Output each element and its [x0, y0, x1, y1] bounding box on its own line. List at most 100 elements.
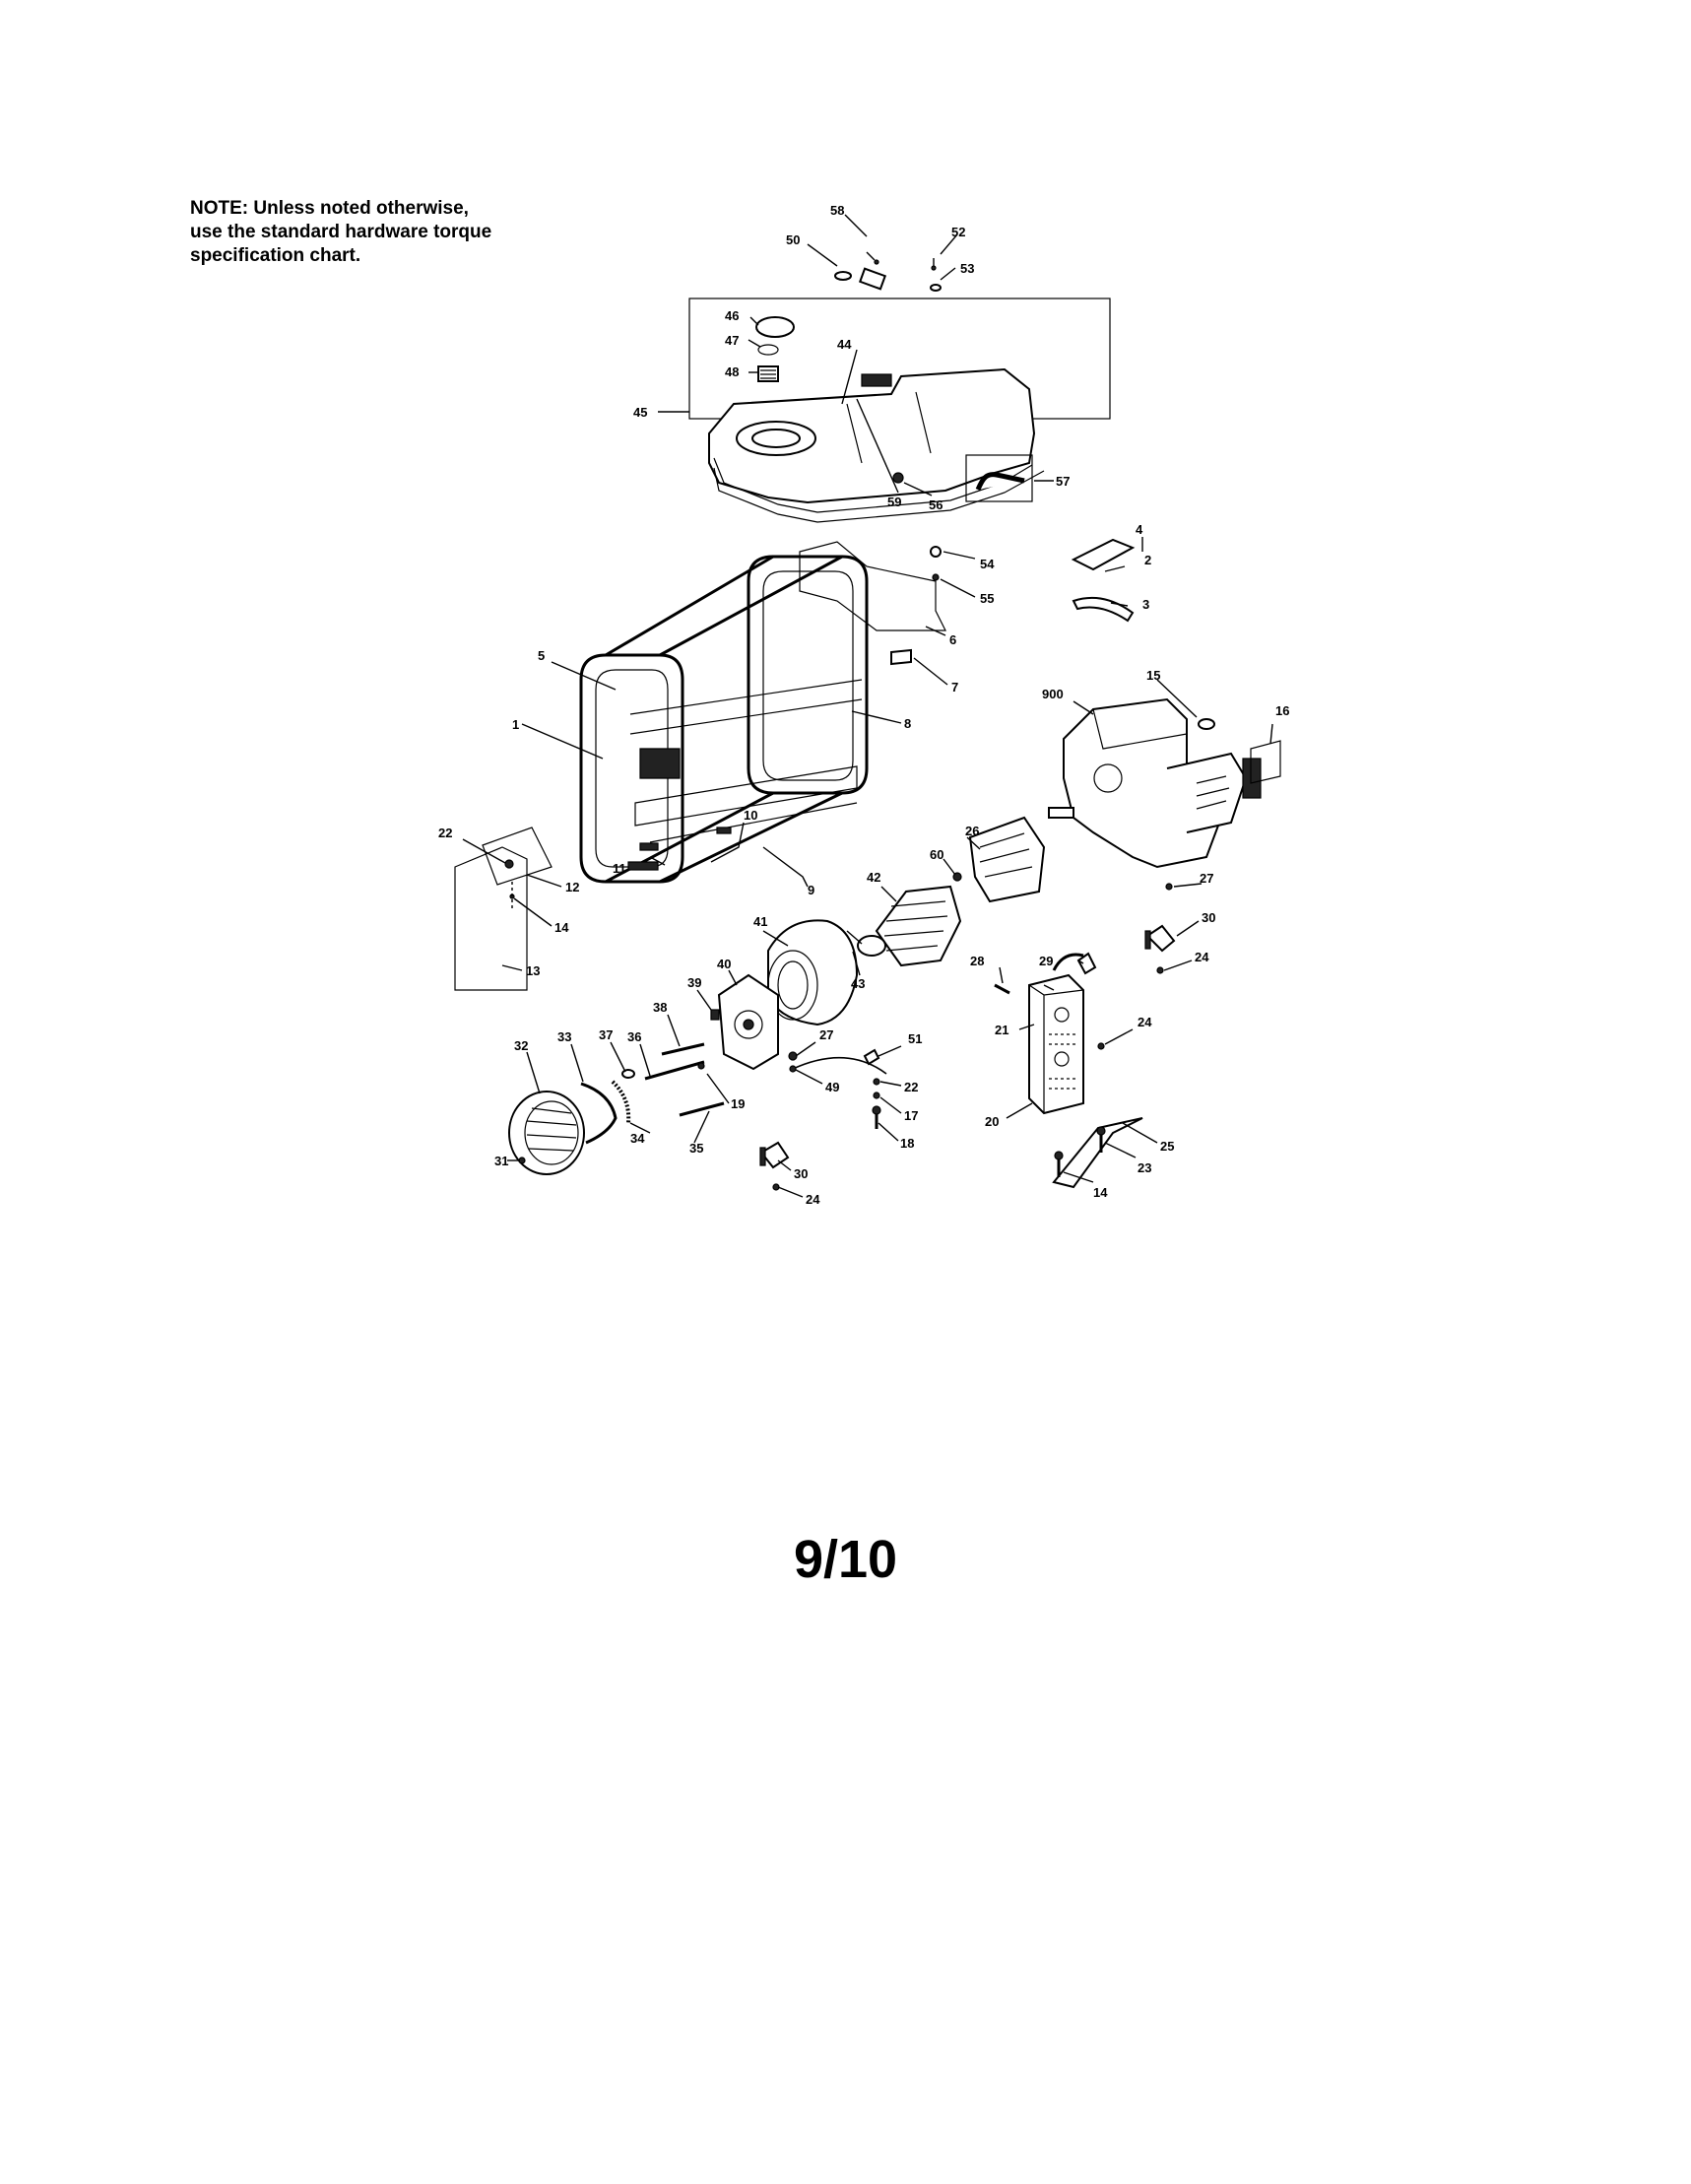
control-panel-cover: [799, 541, 946, 631]
callout-14-left: 14: [554, 920, 569, 935]
side-panel-13: [454, 846, 528, 991]
callout-38: 38: [653, 1000, 667, 1015]
callout-30-lower: 30: [794, 1166, 808, 1181]
rotor-42: [875, 885, 962, 967]
wing-nut-51: [863, 1048, 880, 1066]
tank-mount-rail: [713, 467, 1045, 523]
frame-base: [634, 765, 858, 827]
callout-900: 900: [1042, 687, 1064, 701]
callout-43: 43: [851, 976, 865, 991]
gasket-29: [1076, 952, 1097, 975]
callout-26: 26: [965, 824, 979, 838]
nut-27: [788, 1051, 798, 1061]
tank-filler-opening: [751, 429, 801, 448]
frame-rear-tube: [747, 555, 869, 795]
callout-22-left: 22: [438, 826, 452, 840]
fuel-valve: [892, 472, 904, 484]
torque-note: NOTE: Unless noted otherwise, use the st…: [190, 197, 564, 268]
frame-label-11: [627, 861, 659, 871]
callout-23: 23: [1138, 1160, 1151, 1175]
washer-22: [873, 1078, 880, 1086]
callout-32: 32: [514, 1038, 528, 1053]
callout-41: 41: [753, 914, 767, 929]
callout-20: 20: [985, 1114, 999, 1129]
plate-22: [482, 827, 553, 886]
callout-27-lower: 27: [819, 1027, 833, 1042]
mount-30-lower: [759, 1141, 790, 1169]
screw-52: [931, 265, 937, 271]
callout-6: 6: [949, 632, 956, 647]
callout-2: 2: [1144, 553, 1151, 567]
nut-54: [930, 546, 942, 558]
cap-gasket: [757, 344, 779, 356]
callout-35: 35: [689, 1141, 703, 1156]
screw-58: [874, 259, 879, 265]
frame-crossbar: [629, 679, 863, 735]
callout-49: 49: [825, 1080, 839, 1094]
frame-panel: [639, 748, 681, 779]
muffler-assembly: [994, 952, 1097, 1115]
callout-24-mid: 24: [1138, 1015, 1152, 1029]
screw-12: [504, 859, 514, 869]
leader-lines: [462, 214, 1273, 1198]
callout-24-upper: 24: [1195, 950, 1209, 964]
mount-30-upper: [1145, 924, 1176, 953]
callout-13: 13: [526, 963, 540, 978]
stud-38: [661, 1042, 705, 1056]
callout-30-upper: 30: [1202, 910, 1215, 925]
callout-57: 57: [1056, 474, 1070, 489]
callout-50: 50: [786, 232, 800, 247]
label-7: [890, 648, 912, 666]
callout-58: 58: [830, 203, 844, 218]
callout-55: 55: [980, 591, 994, 606]
stud-35: [679, 1101, 725, 1117]
callout-29: 29: [1039, 954, 1053, 968]
callout-14-lower: 14: [1093, 1185, 1108, 1200]
mount-10: [639, 842, 659, 851]
callout-33: 33: [557, 1029, 571, 1044]
rear-cover-assembly: [508, 1069, 635, 1175]
callout-25: 25: [1160, 1139, 1174, 1154]
handle-grip: [1071, 538, 1136, 571]
callout-53: 53: [960, 261, 974, 276]
callout-1: 1: [512, 717, 519, 732]
washer-17: [873, 1092, 880, 1099]
bushing-50: [834, 271, 852, 281]
callout-31: 31: [494, 1154, 508, 1168]
engine-crankshaft: [1048, 807, 1074, 819]
callout-48: 48: [725, 364, 739, 379]
callout-5: 5: [538, 648, 545, 663]
bolt-28: [994, 983, 1010, 995]
rotor-bearing: [857, 935, 886, 957]
tank-label: [861, 373, 892, 387]
callout-7: 7: [951, 680, 958, 695]
callout-11: 11: [613, 861, 626, 876]
callout-16: 16: [1275, 703, 1289, 718]
callout-9: 9: [808, 883, 814, 897]
stator-41: [767, 919, 859, 1026]
callout-15: 15: [1146, 668, 1160, 683]
callout-labels: 58 50 52 53 46 47 48 44 45 59 56 57 4 2 …: [438, 203, 1289, 1207]
callout-39: 39: [687, 975, 701, 990]
note-line-3: specification chart.: [190, 245, 361, 266]
callout-60: 60: [930, 847, 943, 862]
washer-53: [930, 284, 942, 292]
note-line-1: NOTE: Unless noted otherwise,: [190, 198, 469, 219]
callout-51: 51: [908, 1031, 922, 1046]
side-panel: [454, 827, 553, 991]
engine-block: [1063, 697, 1223, 869]
callout-27-upper: 27: [1200, 871, 1213, 886]
washer-24-mid: [1097, 1042, 1105, 1050]
bracket-50: [858, 267, 887, 291]
page-number: 9/10: [793, 1530, 898, 1589]
exhaust-elbow: [1052, 953, 1084, 971]
callout-46: 46: [725, 308, 739, 323]
handle-grip-lower: [1072, 596, 1135, 623]
callout-36: 36: [627, 1029, 641, 1044]
fan-housing-26: [968, 816, 1046, 903]
callout-3: 3: [1142, 597, 1149, 612]
washer-55: [932, 573, 940, 581]
callout-47: 47: [725, 333, 739, 348]
